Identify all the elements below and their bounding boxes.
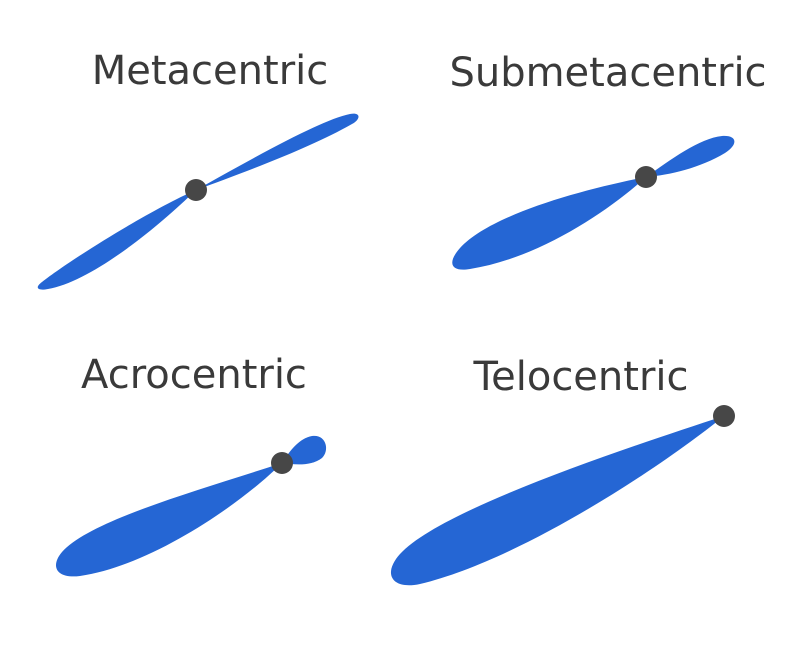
metacentric-long-arm <box>37 190 196 290</box>
submetacentric-short-arm <box>646 135 735 177</box>
metacentric-label: Metacentric <box>92 48 329 94</box>
acrocentric-short-arm <box>282 435 327 465</box>
submetacentric-panel: Submetacentric <box>449 50 767 270</box>
metacentric-centromere <box>185 179 207 201</box>
telocentric-panel: Telocentric <box>390 354 735 586</box>
metacentric-panel: Metacentric <box>37 48 359 290</box>
submetacentric-centromere <box>635 166 657 188</box>
acrocentric-label: Acrocentric <box>81 352 307 398</box>
telocentric-centromere <box>713 405 735 427</box>
acrocentric-centromere <box>271 452 293 474</box>
metacentric-short-arm <box>196 113 359 190</box>
telocentric-arm <box>390 416 724 586</box>
submetacentric-long-arm <box>452 177 646 270</box>
acrocentric-panel: Acrocentric <box>56 352 327 577</box>
acrocentric-long-arm <box>56 463 282 577</box>
submetacentric-label: Submetacentric <box>449 50 766 96</box>
telocentric-label: Telocentric <box>472 354 688 400</box>
